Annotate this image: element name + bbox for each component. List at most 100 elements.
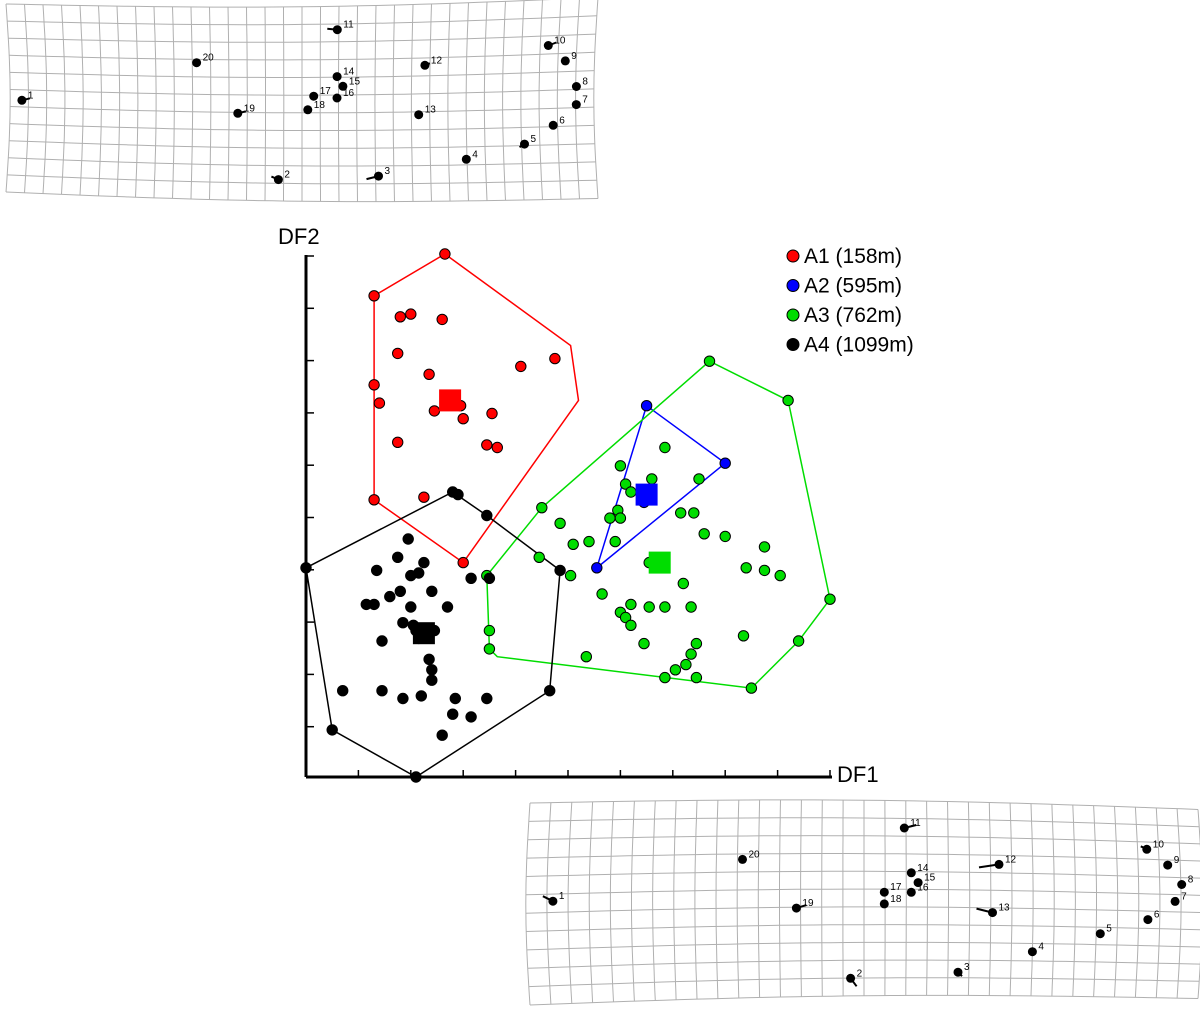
legend-label: A4 (1099m) — [804, 334, 914, 357]
grid-line — [757, 799, 761, 998]
point-series-4 — [447, 708, 459, 720]
landmark-label: 2 — [284, 170, 290, 181]
landmark-label: 3 — [964, 962, 970, 973]
grid-line — [525, 888, 1200, 896]
point-series-3 — [625, 598, 637, 611]
grid-line — [264, 6, 266, 201]
point-series-1 — [457, 413, 469, 425]
scatter-plot: DF2 DF1 A1 (158m)A2 (595m)A3 (762m)A4 (1… — [278, 224, 914, 787]
point-series-1 — [428, 405, 441, 417]
grid-line — [190, 6, 194, 200]
grid-line — [779, 799, 781, 998]
landmark-label: 11 — [910, 818, 921, 829]
grid-line — [631, 801, 635, 1002]
landmark-label: 4 — [472, 149, 478, 160]
point-series-3 — [690, 671, 703, 684]
point-series-3 — [554, 517, 566, 529]
grid-line — [905, 800, 907, 996]
point-series-1 — [405, 308, 417, 320]
landmark-label: 13 — [425, 105, 437, 116]
grid-line — [821, 799, 823, 997]
grid-line — [575, 0, 580, 199]
point-series-3 — [619, 478, 632, 490]
landmark — [414, 110, 424, 120]
landmark-label: 17 — [320, 86, 332, 97]
landmark-label: 10 — [1153, 839, 1165, 850]
landmark-label: 2 — [857, 968, 863, 979]
landmark-label: 17 — [890, 882, 902, 893]
point-series-4 — [376, 635, 388, 647]
landmark — [17, 95, 27, 105]
landmark — [273, 175, 283, 185]
landmark-label: 18 — [890, 894, 902, 905]
grid-line — [410, 4, 414, 202]
point-series-4 — [441, 601, 454, 613]
landmark-label: 1 — [559, 891, 565, 902]
landmark-label: 12 — [1005, 854, 1017, 865]
grid-line — [525, 906, 1200, 914]
landmark-label: 6 — [1154, 910, 1160, 921]
legend: A1 (158m)A2 (595m)A3 (762m)A4 (1099m) — [786, 245, 914, 357]
data-points — [300, 248, 836, 783]
point-series-3 — [659, 441, 671, 454]
grid-line — [694, 800, 698, 1000]
grid-line — [967, 801, 971, 996]
point-series-3 — [782, 394, 794, 407]
point-series-1 — [368, 379, 380, 391]
landmark — [1095, 929, 1105, 939]
grid-line — [1009, 802, 1013, 996]
point-series-2 — [591, 562, 603, 574]
grid-line — [715, 800, 719, 999]
landmark-label: 5 — [1106, 924, 1112, 935]
landmark — [338, 81, 348, 91]
landmark — [374, 171, 383, 181]
grid-line — [153, 6, 157, 198]
point-series-4 — [465, 711, 477, 723]
point-series-4 — [426, 674, 438, 686]
point-series-4 — [423, 653, 435, 665]
landmark-label: 16 — [343, 88, 355, 99]
grid-line — [556, 0, 562, 200]
landmark-label: 7 — [582, 95, 588, 106]
grid-line — [800, 799, 802, 997]
grid-line — [593, 0, 599, 199]
point-series-3 — [698, 528, 710, 540]
point-series-1 — [368, 290, 380, 302]
point-series-4 — [449, 692, 461, 705]
grid-line — [926, 801, 928, 996]
landmark — [1143, 915, 1153, 925]
grid-line — [246, 7, 248, 201]
point-series-4 — [481, 509, 493, 522]
landmark — [879, 887, 889, 897]
point-series-3 — [774, 569, 786, 582]
point-series-3 — [675, 507, 687, 519]
grid-line — [947, 801, 949, 996]
point-series-4 — [371, 564, 383, 577]
point-series-1 — [515, 360, 527, 373]
grid-line — [98, 5, 102, 196]
point-series-4 — [415, 690, 427, 702]
point-series-3 — [643, 601, 655, 613]
grid-line — [135, 6, 139, 198]
point-series-4 — [394, 585, 406, 597]
point-series-3 — [824, 593, 836, 605]
point-series-4 — [465, 572, 477, 584]
grid-line — [483, 2, 488, 201]
landmark — [994, 859, 1004, 869]
grid-line — [526, 870, 1200, 879]
hull-series-3 — [486, 360, 831, 689]
point-series-3 — [719, 530, 731, 543]
landmark-label: 9 — [1174, 855, 1180, 866]
landmark — [791, 903, 801, 913]
legend-marker — [786, 338, 800, 351]
grid-line — [227, 7, 230, 201]
point-series-4 — [402, 533, 414, 545]
grid-line — [429, 3, 432, 202]
grid-line — [529, 994, 1199, 1006]
point-series-3 — [685, 601, 697, 613]
grid-line — [1030, 803, 1034, 996]
point-series-3 — [677, 577, 689, 590]
landmark-label: 9 — [571, 51, 577, 62]
landmark — [560, 56, 570, 66]
